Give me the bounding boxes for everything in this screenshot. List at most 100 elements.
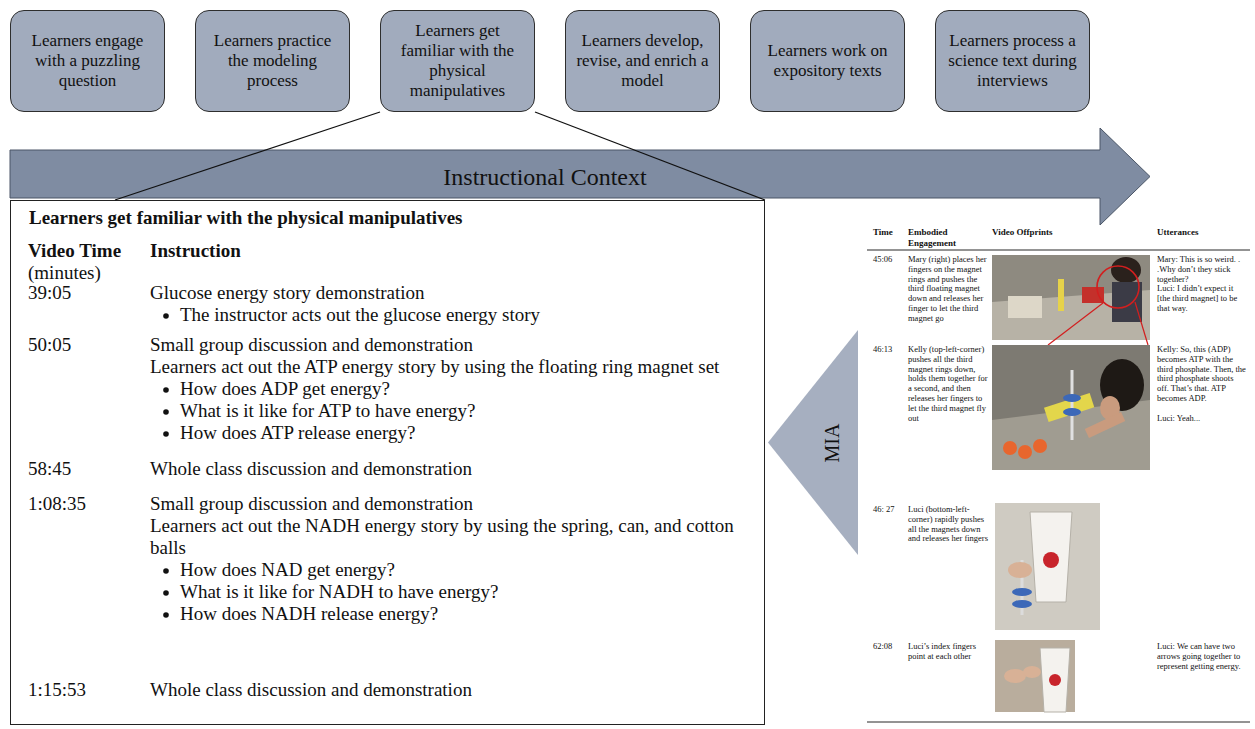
bullet-dot — [163, 612, 169, 618]
offprint-detail — [1058, 279, 1064, 311]
engagement-text: Luci (bottom-left-corner) rapidly pushes… — [908, 505, 990, 544]
table-header: Time — [873, 227, 905, 238]
offprint-detail — [1063, 394, 1081, 402]
offprint-detail — [995, 640, 1075, 712]
engagement-text-holder: Luci’s index fingers point at each other — [908, 642, 990, 662]
offprint-detail — [1112, 282, 1142, 322]
stage-box: Learners work on expository texts — [750, 10, 905, 112]
time-cell: 58:45 — [28, 458, 143, 480]
utterance-text: Kelly: So, this (ADP) becomes ATP with t… — [1157, 345, 1247, 404]
utterance-text: Luci: I didn’t expect it [the third magn… — [1157, 284, 1247, 313]
bullet-item-holder: The instructor acts out the glucose ener… — [180, 304, 750, 326]
instruction-text-holder: Learners act out the NADH energy story b… — [150, 515, 750, 559]
panel-heading: Learners get familiar with the physical … — [29, 207, 462, 228]
bullet-dot — [163, 409, 169, 415]
utterance-text-holder: Luci: I didn’t expect it [the third magn… — [1157, 284, 1247, 313]
utterance-text-holder: Luci: Yeah... — [1157, 414, 1247, 424]
bullet-item: How does ATP release energy? — [180, 422, 750, 444]
offprint-detail — [1044, 393, 1094, 422]
offprint-detail — [992, 345, 1150, 470]
stage-label: Learners process a science text during i… — [944, 31, 1081, 91]
video-offprint — [995, 640, 1075, 712]
time-cell-holder: 62:08 — [873, 642, 905, 652]
time-cell: 39:05 — [28, 282, 143, 304]
stage-box: Learners engage with a puzzling question — [10, 10, 165, 112]
stage-box: Learners get familiar with the physical … — [380, 10, 535, 112]
stage-box: Learners develop, revise, and enrich a m… — [565, 10, 720, 112]
bullet-item: How does NAD get energy? — [180, 559, 750, 581]
offprint-detail — [1049, 674, 1061, 686]
time-cell: 1:08:35 — [28, 493, 143, 515]
bullet-item: What is it like for NADH to have energy? — [180, 581, 750, 603]
stage-box: Learners practice the modeling process — [195, 10, 350, 112]
bullet-dot — [163, 313, 169, 319]
triangle-outline — [768, 330, 858, 555]
bullet-item: What is it like for ATP to have energy? — [180, 400, 750, 422]
instruction-text-holder: Whole class discussion and demonstration — [150, 458, 750, 480]
instruction-text: Whole class discussion and demonstration — [150, 679, 750, 701]
bullet-item-holder: How does ADP get energy? — [180, 378, 750, 400]
instruction-text: Small group discussion and demonstration — [150, 334, 750, 356]
utterance-text: Luci: We can have two arrows going toget… — [1157, 642, 1247, 671]
bullet-item-holder: What is it like for ATP to have energy? — [180, 400, 750, 422]
offprint-detail — [1043, 552, 1059, 568]
offprint-detail — [1111, 257, 1141, 283]
bullet-item-holder: How does NADH release energy? — [180, 603, 750, 625]
offprint-detail — [1063, 408, 1081, 416]
table-header: Embodied Engagement — [908, 227, 974, 248]
table-header: Utterances — [1157, 227, 1247, 238]
offprint-detail — [1008, 296, 1042, 318]
offprint-detail — [1018, 445, 1032, 459]
table-rule — [867, 250, 1250, 251]
offprint-detail — [1012, 600, 1032, 608]
stage-label: Learners practice the modeling process — [204, 31, 341, 91]
zoom-line — [1135, 302, 1148, 345]
instruction-text: Glucose energy story demonstration — [150, 282, 750, 304]
bullet-item-holder: What is it like for NADH to have energy? — [180, 581, 750, 603]
table-header-holder: Utterances — [1157, 227, 1247, 238]
bullet-item-holder: How does ATP release energy? — [180, 422, 750, 444]
column-header-holder: (minutes) — [28, 262, 143, 284]
instruction-text-holder: Small group discussion and demonstration — [150, 493, 750, 515]
column-header: (minutes) — [28, 262, 143, 284]
offprint-detail — [995, 503, 1100, 630]
engagement-text-holder: Luci (bottom-left-corner) rapidly pushes… — [908, 505, 990, 544]
table-header: Video Offprints — [992, 227, 1102, 238]
engagement-text: Luci’s index fingers point at each other — [908, 642, 990, 662]
time-cell-holder: 39:05 — [28, 282, 143, 304]
time-cell: 46:13 — [873, 345, 905, 355]
time-cell: 50:05 — [28, 334, 143, 356]
zoom-line — [1048, 303, 1103, 345]
table-header-holder: Time — [873, 227, 905, 238]
stage-label: Learners work on expository texts — [759, 41, 896, 81]
video-offprint — [995, 503, 1100, 630]
offprint-detail — [1040, 648, 1070, 712]
utterance-text-holder: Mary: This is so weird. . .Why don’t the… — [1157, 255, 1247, 284]
instruction-text: Whole class discussion and demonstration — [150, 458, 750, 480]
utterance-text-holder: Luci: We can have two arrows going toget… — [1157, 642, 1247, 671]
instruction-text: Learners act out the NADH energy story b… — [150, 515, 750, 559]
table-header-holder: Embodied Engagement — [908, 227, 974, 248]
column-header: Video Time — [28, 240, 143, 262]
time-cell-holder: 1:08:35 — [28, 493, 143, 515]
mia-label: MIA — [821, 423, 845, 462]
offprint-detail — [1082, 287, 1104, 303]
time-cell: 62:08 — [873, 642, 905, 652]
stage-box: Learners process a science text during i… — [935, 10, 1090, 112]
bullet-item: How does ADP get energy? — [180, 378, 750, 400]
instruction-text-holder: Glucose energy story demonstration — [150, 282, 750, 304]
offprint-detail — [1071, 370, 1074, 440]
time-cell: 1:15:53 — [28, 679, 143, 701]
column-header-holder: Video Time — [28, 240, 143, 262]
time-cell-holder: 1:15:53 — [28, 679, 143, 701]
stage-label: Learners engage with a puzzling question — [19, 31, 156, 91]
engagement-text-holder: Mary (right) places her fingers on the m… — [908, 255, 990, 324]
offprint-detail — [1085, 412, 1125, 438]
stage-label: Learners get familiar with the physical … — [389, 21, 526, 101]
table-header-holder: Video Offprints — [992, 227, 1102, 238]
time-cell: 45:06 — [873, 255, 905, 265]
instruction-text-holder: Learners act out the ATP energy story by… — [150, 356, 750, 378]
column-header: Instruction — [150, 240, 750, 262]
bullet-item: How does NADH release energy? — [180, 603, 750, 625]
stage-label: Learners develop, revise, and enrich a m… — [574, 31, 711, 91]
